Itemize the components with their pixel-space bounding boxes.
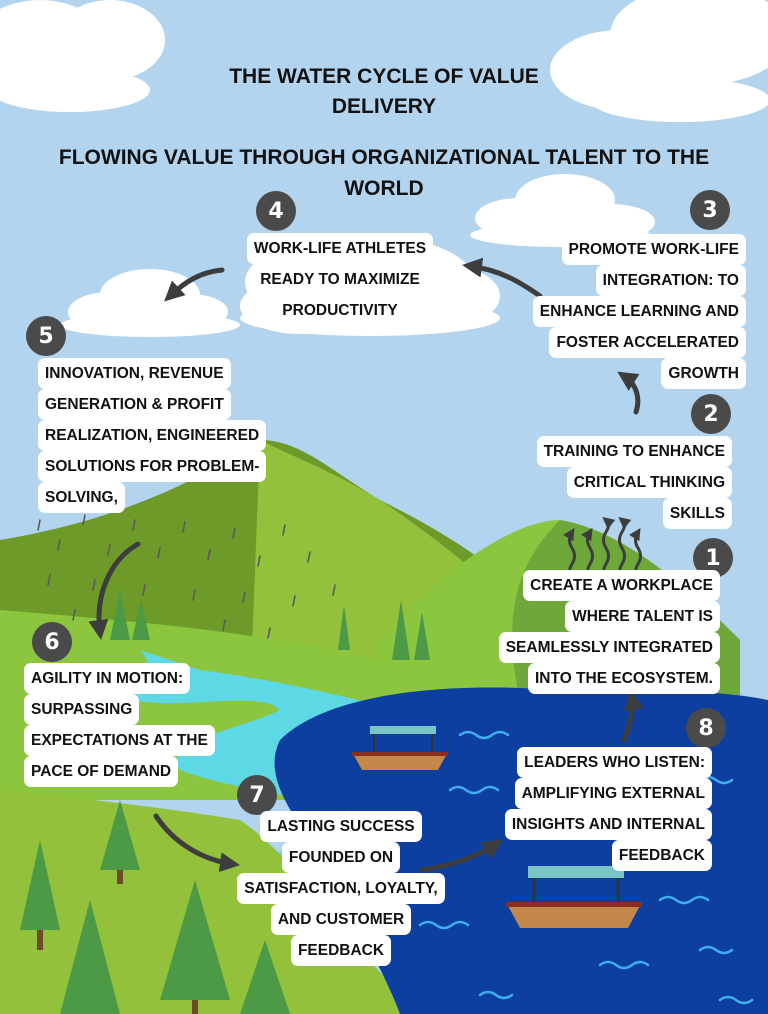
- step-7-line: AND CUSTOMER: [271, 904, 411, 935]
- step-3-line: FOSTER ACCELERATED: [549, 327, 746, 358]
- step-6-line: EXPECTATIONS AT THE: [24, 725, 215, 756]
- step-5-line: SOLUTIONS FOR PROBLEM-: [38, 451, 266, 482]
- step-2-line: SKILLS: [663, 498, 732, 529]
- step-7-line: SATISFACTION, LOYALTY,: [237, 873, 444, 904]
- step-5-number-badge: 5: [26, 316, 66, 356]
- step-2-line: TRAINING TO ENHANCE: [537, 436, 732, 467]
- step-5-line: INNOVATION, REVENUE: [38, 358, 231, 389]
- step-8-line: FEEDBACK: [612, 840, 712, 871]
- step-3-line: INTEGRATION: TO: [596, 265, 746, 296]
- step-2-text: TRAINING TO ENHANCE CRITICAL THINKING SK…: [537, 436, 732, 529]
- step-4-line: PRODUCTIVITY: [275, 295, 404, 326]
- step-7-text: LASTING SUCCESS FOUNDED ON SATISFACTION,…: [222, 811, 460, 966]
- step-4-text: WORK-LIFE ATHLETES READY TO MAXIMIZE PRO…: [230, 233, 450, 326]
- step-6-line: SURPASSING: [24, 694, 139, 725]
- page-subtitle: FLOWING VALUE THROUGH ORGANIZATIONAL TAL…: [0, 142, 768, 204]
- page-subtitle-line-2: WORLD: [0, 173, 768, 204]
- step-6-line: PACE OF DEMAND: [24, 756, 178, 787]
- step-6-text: AGILITY IN MOTION: SURPASSING EXPECTATIO…: [24, 663, 215, 787]
- step-6-line: AGILITY IN MOTION:: [24, 663, 190, 694]
- step-6-number-badge: 6: [32, 622, 72, 662]
- step-4-line: READY TO MAXIMIZE: [253, 264, 427, 295]
- step-1-line: WHERE TALENT IS: [565, 601, 720, 632]
- step-5-text: INNOVATION, REVENUE GENERATION & PROFIT …: [38, 358, 266, 513]
- step-7-line: LASTING SUCCESS: [260, 811, 421, 842]
- step-7-line: FEEDBACK: [291, 935, 391, 966]
- step-1-line: SEAMLESSLY INTEGRATED: [499, 632, 720, 663]
- step-2-line: CRITICAL THINKING: [567, 467, 732, 498]
- step-8-number-badge: 8: [686, 708, 726, 748]
- step-3-line: ENHANCE LEARNING AND: [533, 296, 746, 327]
- step-4-line: WORK-LIFE ATHLETES: [247, 233, 433, 264]
- step-3-line: GROWTH: [661, 358, 746, 389]
- step-7-line: FOUNDED ON: [282, 842, 400, 873]
- step-3-text: PROMOTE WORK-LIFE INTEGRATION: TO ENHANC…: [533, 234, 746, 389]
- step-8-line: INSIGHTS AND INTERNAL: [505, 809, 712, 840]
- step-8-line: AMPLIFYING EXTERNAL: [515, 778, 712, 809]
- step-5-line: GENERATION & PROFIT: [38, 389, 231, 420]
- step-3-line: PROMOTE WORK-LIFE: [562, 234, 747, 265]
- step-5-line: REALIZATION, ENGINEERED: [38, 420, 266, 451]
- step-4-number-badge: 4: [256, 191, 296, 231]
- step-8-text: LEADERS WHO LISTEN: AMPLIFYING EXTERNAL …: [505, 747, 712, 871]
- page-title: THE WATER CYCLE OF VALUE DELIVERY: [0, 62, 768, 122]
- step-5-line: SOLVING,: [38, 482, 125, 513]
- page-subtitle-line-1: FLOWING VALUE THROUGH ORGANIZATIONAL TAL…: [0, 142, 768, 173]
- step-3-number-badge: 3: [690, 190, 730, 230]
- step-2-number-badge: 2: [691, 394, 731, 434]
- step-1-line: CREATE A WORKPLACE: [523, 570, 720, 601]
- step-8-line: LEADERS WHO LISTEN:: [517, 747, 712, 778]
- step-7-number-badge: 7: [237, 775, 277, 815]
- step-1-text: CREATE A WORKPLACE WHERE TALENT IS SEAML…: [499, 570, 720, 694]
- page-title-line-2: DELIVERY: [0, 92, 768, 122]
- step-1-line: INTO THE ECOSYSTEM.: [528, 663, 720, 694]
- page-title-line-1: THE WATER CYCLE OF VALUE: [0, 62, 768, 92]
